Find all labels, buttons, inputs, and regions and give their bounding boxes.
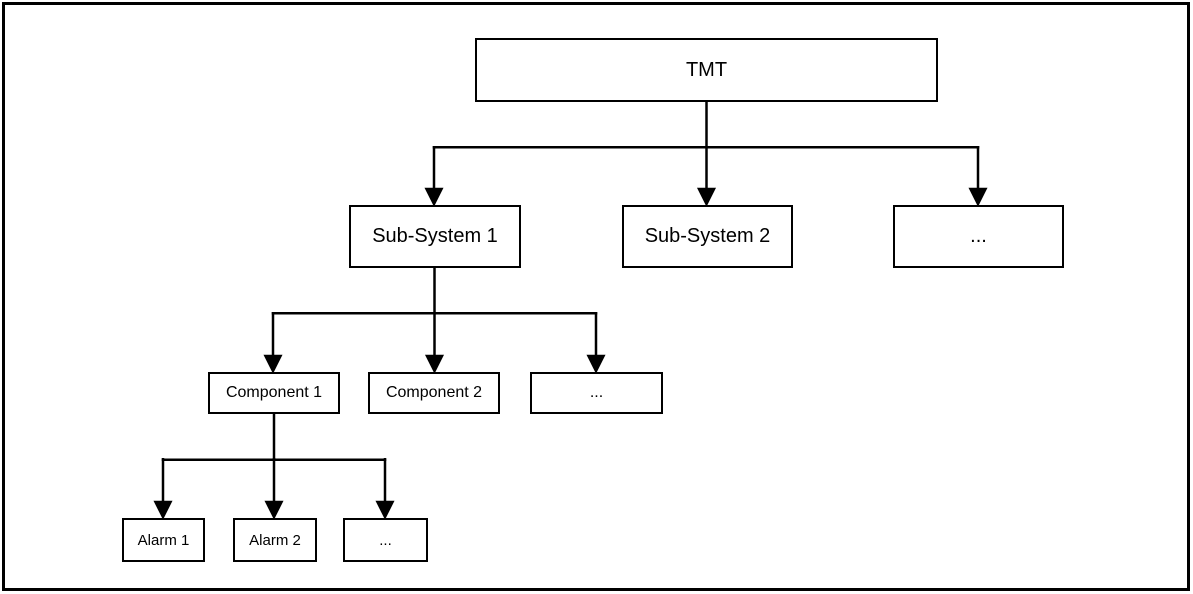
- node-subsystem-ellipsis: ...: [893, 205, 1064, 268]
- node-component-1: Component 1: [208, 372, 340, 414]
- node-alarm-2: Alarm 2: [233, 518, 317, 562]
- node-alarm-ellipsis: ...: [343, 518, 428, 562]
- node-subsystem-1: Sub-System 1: [349, 205, 521, 268]
- node-tmt: TMT: [475, 38, 938, 102]
- node-subsystem-2: Sub-System 2: [622, 205, 793, 268]
- node-component-2: Component 2: [368, 372, 500, 414]
- node-component-ellipsis: ...: [530, 372, 663, 414]
- node-alarm-1: Alarm 1: [122, 518, 205, 562]
